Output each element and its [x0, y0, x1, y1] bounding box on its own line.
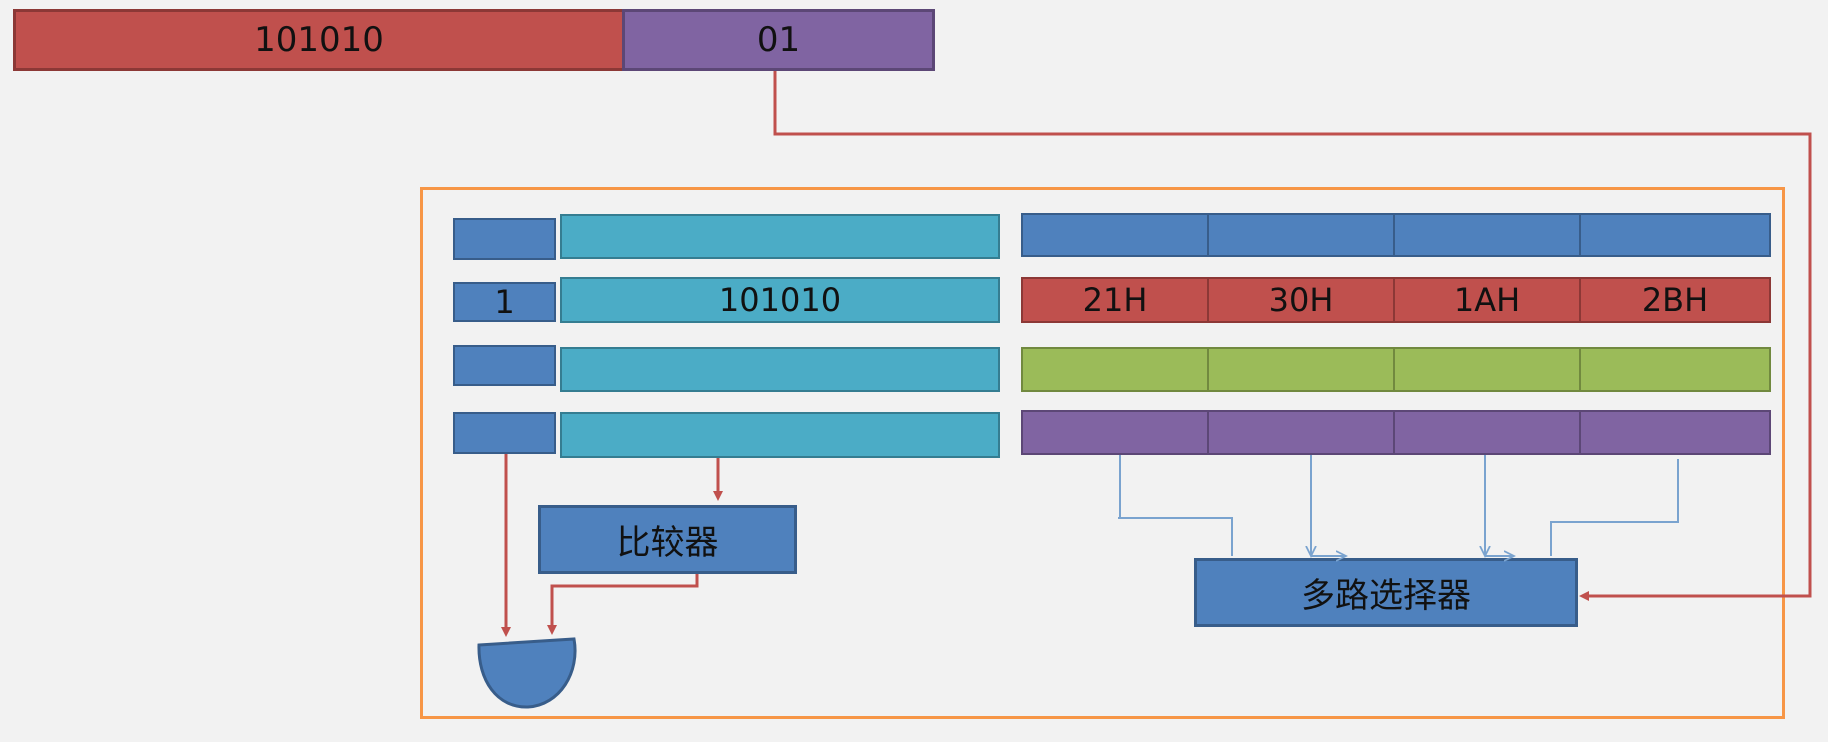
valid-bit-1: 1 — [453, 282, 556, 322]
comparator-to-gate-wire — [547, 574, 699, 635]
data-byte-3-3 — [1579, 410, 1771, 455]
address-tag-field: 101010 — [13, 9, 625, 71]
data-byte-3-0 — [1021, 410, 1209, 455]
data-byte-2-0 — [1021, 347, 1209, 392]
tag-cell-2 — [560, 347, 1000, 392]
data-byte-value: 30H — [1268, 281, 1334, 319]
data-byte-2-2 — [1393, 347, 1581, 392]
data-byte-0-3 — [1579, 213, 1771, 257]
tag-cell-3 — [560, 412, 1000, 458]
valid-bit-3 — [453, 412, 556, 454]
tag-cell-1: 101010 — [560, 277, 1000, 323]
comparator-box: 比较器 — [538, 505, 797, 574]
and-gate-icon — [477, 637, 577, 709]
data-byte-3-1 — [1207, 410, 1395, 455]
data-byte-1-3: 2BH — [1579, 277, 1771, 323]
data-byte-0-2 — [1393, 213, 1581, 257]
valid-bit-2 — [453, 345, 556, 386]
data-byte-1-1: 30H — [1207, 277, 1395, 323]
data-byte-value: 21H — [1082, 281, 1148, 319]
multiplexer-label: 多路选择器 — [1301, 576, 1471, 616]
data-byte-1-2: 1AH — [1393, 277, 1581, 323]
tag-cell-0 — [560, 214, 1000, 259]
data-byte-2-1 — [1207, 347, 1395, 392]
data-byte-2-3 — [1579, 347, 1771, 392]
comparator-label: 比较器 — [616, 523, 719, 563]
byte0-to-mux-wire — [1119, 455, 1233, 556]
valid-bit-value: 1 — [494, 283, 515, 321]
cache-frame — [420, 187, 1785, 719]
tag-cell-value: 101010 — [718, 281, 842, 319]
data-byte-1-0: 21H — [1021, 277, 1209, 323]
data-byte-0-0 — [1021, 213, 1209, 257]
valid-bit-0 — [453, 218, 556, 260]
address-offset-value: 01 — [756, 20, 801, 60]
address-offset-field: 01 — [622, 9, 935, 71]
data-byte-value: 1AH — [1453, 281, 1521, 319]
offset-to-mux-wire — [773, 71, 1812, 601]
byte3-to-mux-wire — [1550, 459, 1679, 556]
multiplexer-box: 多路选择器 — [1194, 558, 1578, 627]
data-byte-0-1 — [1207, 213, 1395, 257]
address-tag-value: 101010 — [254, 20, 384, 60]
data-byte-value: 2BH — [1641, 281, 1709, 319]
